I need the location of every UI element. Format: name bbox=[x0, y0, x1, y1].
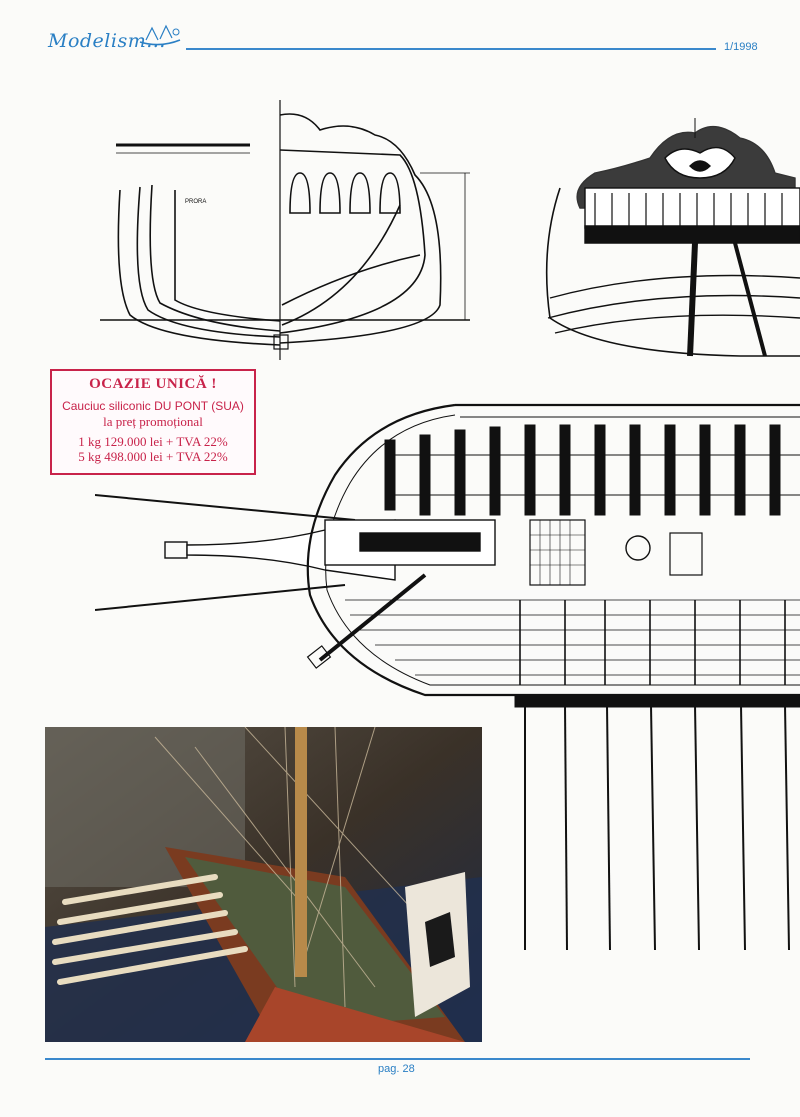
promo-product: Cauciuc siliconic DU PONT (SUA) bbox=[62, 399, 244, 413]
footer-rule bbox=[45, 1058, 750, 1060]
ship-logo-icon bbox=[139, 24, 181, 46]
model-ship-photo bbox=[45, 727, 482, 1042]
section-label: PRORA bbox=[185, 199, 206, 205]
promo-title: OCAZIE UNICĂ ! bbox=[89, 376, 217, 392]
promo-price-1kg: 1 kg 129.000 lei + TVA 22% bbox=[78, 434, 228, 449]
magazine-logo: Modelism... bbox=[48, 30, 166, 52]
deck-plan-drawing bbox=[95, 403, 800, 950]
promo-subtitle: la preț promoțional bbox=[103, 414, 203, 429]
header-rule bbox=[186, 48, 716, 50]
page-number: pag. 28 bbox=[378, 1063, 415, 1075]
model-photo-illustration bbox=[45, 727, 482, 1042]
hull-section-drawing: PRORA bbox=[100, 100, 470, 360]
promo-price-5kg: 5 kg 498.000 lei + TVA 22% bbox=[78, 449, 228, 464]
issue-number: 1/1998 bbox=[724, 41, 758, 53]
stern-view-drawing bbox=[545, 118, 800, 357]
promo-box: OCAZIE UNICĂ ! Cauciuc siliconic DU PONT… bbox=[50, 369, 256, 475]
